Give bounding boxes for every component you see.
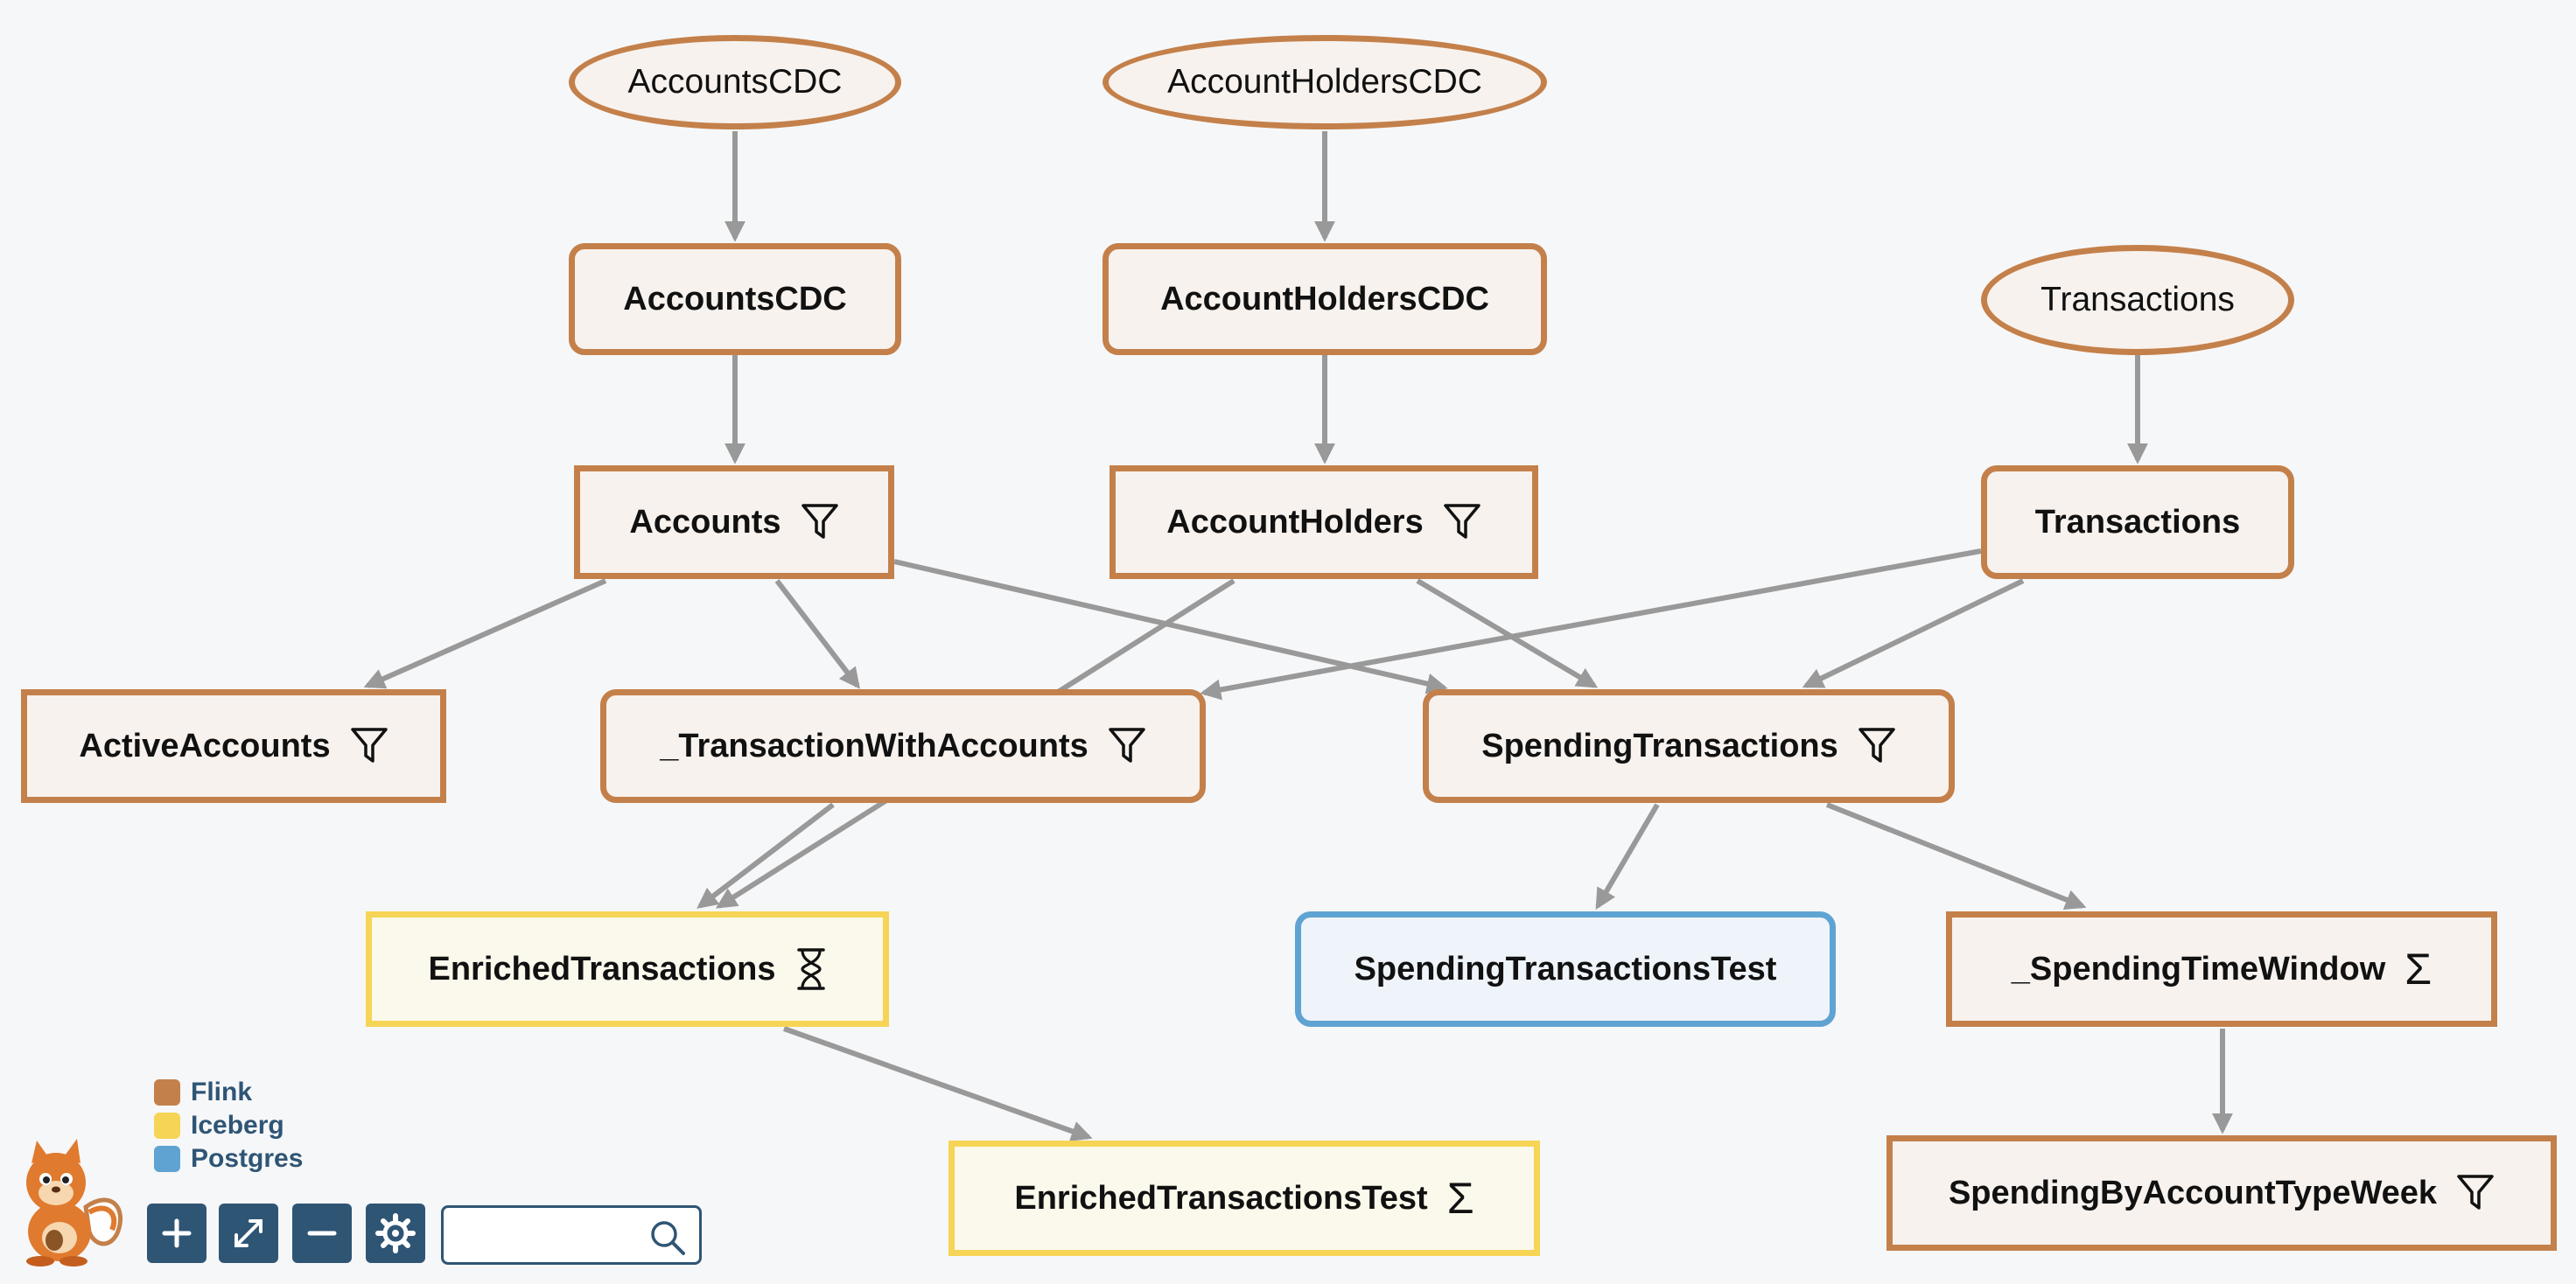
minus-icon	[307, 1231, 337, 1236]
node-label: AccountHoldersCDC	[1160, 280, 1489, 318]
node-enrichedtransactionstest[interactable]: EnrichedTransactionsTest Σ	[948, 1141, 1540, 1256]
filter-icon	[1858, 726, 1896, 766]
search-icon[interactable]	[648, 1218, 687, 1257]
legend-label: Flink	[191, 1078, 253, 1106]
node-transactionwithaccounts[interactable]: _TransactionWithAccounts	[600, 689, 1206, 803]
node-accounts[interactable]: Accounts	[574, 465, 894, 579]
filter-icon	[350, 726, 388, 766]
gear-icon	[375, 1213, 416, 1253]
node-accountholders[interactable]: AccountHolders	[1110, 465, 1538, 579]
node-label: SpendingByAccountTypeWeek	[1948, 1174, 2438, 1211]
node-accountscdc[interactable]: AccountsCDC	[569, 243, 901, 355]
edge-enrichedtransactions-to-enrichedtransactionstest	[782, 1026, 1093, 1141]
legend-item-flink: Flink	[154, 1076, 303, 1109]
fit-view-button[interactable]	[219, 1204, 278, 1263]
search-box[interactable]	[441, 1205, 702, 1265]
legend-item-iceberg: Iceberg	[154, 1109, 303, 1142]
filter-icon	[1108, 726, 1146, 766]
filter-icon	[801, 502, 839, 542]
search-input[interactable]	[452, 1215, 648, 1257]
edge-accountholders-to-spendingtransactions	[1416, 578, 1599, 688]
node-transactions[interactable]: Transactions	[1981, 465, 2294, 579]
edge-transactions-to-spendingtransactions	[1802, 578, 2025, 688]
filter-icon	[2456, 1173, 2495, 1213]
sigma-icon: Σ	[2404, 945, 2432, 994]
legend-label: Postgres	[191, 1144, 304, 1173]
squirrel-logo	[5, 1128, 128, 1273]
node-label: _TransactionWithAccounts	[660, 727, 1088, 764]
node-accountholderscdc-src[interactable]: AccountHoldersCDC	[1102, 35, 1547, 129]
plus-icon	[162, 1218, 192, 1248]
zoom-in-button[interactable]	[147, 1204, 206, 1263]
node-label: SpendingTransactions	[1481, 727, 1838, 764]
node-label: EnrichedTransactions	[428, 950, 776, 987]
filter-icon	[1443, 502, 1481, 542]
zoom-out-button[interactable]	[292, 1204, 352, 1263]
edge-transactionwithaccounts-to-enrichedtransactions	[696, 802, 835, 909]
node-label: AccountHolders	[1166, 503, 1424, 541]
node-transactions-src[interactable]: Transactions	[1981, 245, 2294, 355]
node-spendingtransactions[interactable]: SpendingTransactions	[1423, 689, 1955, 803]
legend-swatch	[154, 1146, 180, 1172]
node-label: Transactions	[2034, 503, 2241, 541]
node-spendingtimewindow[interactable]: _SpendingTimeWindow Σ	[1946, 911, 2497, 1027]
node-enrichedtransactions[interactable]: EnrichedTransactions	[366, 911, 889, 1027]
node-spendingtransactionstest[interactable]: SpendingTransactionsTest	[1295, 911, 1836, 1027]
edge-spendingtransactions-to-spendingtimewindow	[1825, 802, 2087, 911]
legend-label: Iceberg	[191, 1111, 284, 1140]
node-label: EnrichedTransactionsTest	[1014, 1179, 1428, 1217]
node-accountholderscdc[interactable]: AccountHoldersCDC	[1102, 243, 1547, 355]
node-label: AccountsCDC	[623, 280, 847, 318]
edge-accounts-to-transactionwithaccounts	[774, 579, 860, 689]
node-label: AccountHoldersCDC	[1167, 63, 1482, 101]
sigma-icon: Σ	[1446, 1174, 1474, 1223]
legend-item-postgres: Postgres	[154, 1142, 303, 1176]
legend-swatch	[154, 1113, 180, 1139]
legend-swatch	[154, 1079, 180, 1106]
node-label: ActiveAccounts	[79, 727, 331, 764]
hourglass-icon	[795, 947, 827, 991]
node-spendingbyaccounttypeweek[interactable]: SpendingByAccountTypeWeek	[1886, 1135, 2557, 1251]
expand-icon	[234, 1219, 262, 1247]
edge-accounts-to-activeaccounts	[363, 578, 607, 689]
node-accountscdc-src[interactable]: AccountsCDC	[569, 35, 901, 129]
settings-button[interactable]	[366, 1204, 425, 1263]
node-activeaccounts[interactable]: ActiveAccounts	[21, 689, 446, 803]
node-label: _SpendingTimeWindow	[2011, 950, 2386, 987]
node-label: Transactions	[2040, 281, 2235, 318]
node-label: Accounts	[629, 503, 781, 541]
node-label: AccountsCDC	[627, 63, 843, 101]
edge-spendingtransactions-to-spendingtransactionstest	[1595, 803, 1660, 911]
legend: Flink Iceberg Postgres	[154, 1076, 303, 1176]
node-label: SpendingTransactionsTest	[1354, 950, 1777, 987]
edge-transactions-to-transactionwithaccounts	[1200, 548, 1982, 701]
